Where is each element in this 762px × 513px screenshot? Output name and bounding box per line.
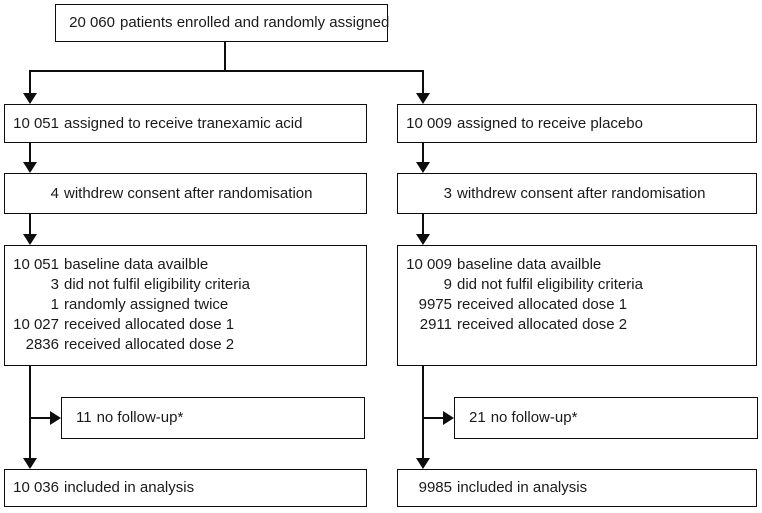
placebo-assigned-box: 10 009 assigned to receive placebo [397,104,757,143]
placebo-baseline-count: 10 009 [406,256,452,273]
txa-analysis-box: 10 036 included in analysis [4,469,367,507]
connector-enrolled-stem [224,42,226,72]
txa-assigned-label: assigned to receive tranexamic acid [64,114,303,132]
placebo-assigned-line: 10 009 assigned to receive placebo [406,114,756,134]
txa-baseline-count: 10 051 [13,256,59,273]
txa-analysis-label: included in analysis [64,479,195,496]
connector-left-withdrew [29,143,31,164]
enrolled-label: patients enrolled and randomly assigned [120,14,390,31]
arrow-down-right-baseline-icon [416,234,430,245]
arrow-down-left-analysis-icon [23,458,37,469]
arrow-down-right-analysis-icon [416,458,430,469]
arrow-down-right-withdrew-icon [416,162,430,173]
txa-assigned-count: 10 051 [13,114,59,132]
txa-followup-box: 11 no follow-up* [61,397,365,439]
txa-followup-line: 11 no follow-up* [76,408,364,428]
placebo-withdrew-line: 3 withdrew consent after randomisation [406,184,756,204]
placebo-withdrew-count: 3 [443,184,452,202]
placebo-dose1-label: received allocated dose 1 [457,296,628,313]
txa-dose1-count: 10 027 [13,316,59,333]
placebo-analysis-label: included in analysis [457,479,588,496]
connector-right-drop [422,70,424,95]
placebo-followup-line: 21 no follow-up* [469,408,757,428]
placebo-analysis-box: 9985 included in analysis [397,469,757,507]
placebo-followup-label: no follow-up* [490,409,578,426]
placebo-baseline-box: 10 009 baseline data availble 9 did not … [397,245,757,366]
txa-followup-label: no follow-up* [96,409,184,426]
placebo-assigned-count: 10 009 [406,114,452,132]
connector-split-bar [29,70,424,72]
arrow-right-right-followup-icon [443,411,454,425]
placebo-followup-box: 21 no follow-up* [454,397,758,439]
placebo-analysis-count: 9985 [418,479,452,496]
txa-withdrew-count: 4 [50,184,59,202]
txa-dose1-label: received allocated dose 1 [64,316,235,333]
placebo-baseline-line-2: 9 did not fulfil eligibility criteria [406,275,756,295]
placebo-dose2-count: 2911 [419,316,452,333]
txa-baseline-line-5: 2836 received allocated dose 2 [13,335,366,355]
connector-right-withdrew [422,143,424,164]
arrow-down-left-baseline-icon [23,234,37,245]
txa-withdrew-line: 4 withdrew consent after randomisation [13,184,366,204]
txa-twice-label: randomly assigned twice [64,296,229,313]
txa-withdrew-label: withdrew consent after randomisation [64,184,313,202]
txa-baseline-line-1: 10 051 baseline data availble [13,255,366,275]
txa-analysis-count: 10 036 [13,479,59,496]
txa-twice-count: 1 [50,296,59,313]
connector-left-followup [30,417,51,419]
txa-dose2-label: received allocated dose 2 [64,336,235,353]
txa-noteligible-label: did not fulfil eligibility criteria [64,276,250,293]
placebo-withdrew-label: withdrew consent after randomisation [457,184,706,202]
placebo-dose1-count: 9975 [418,296,452,313]
arrow-down-right-assigned-icon [416,93,430,104]
txa-assigned-line: 10 051 assigned to receive tranexamic ac… [13,114,366,134]
placebo-withdrew-box: 3 withdrew consent after randomisation [397,173,757,214]
arrow-right-left-followup-icon [50,411,61,425]
arrow-down-left-withdrew-icon [23,162,37,173]
enrolled-count: 20 060 [69,14,115,31]
placebo-baseline-line-4: 2911 received allocated dose 2 [406,315,756,335]
txa-baseline-line-4: 10 027 received allocated dose 1 [13,315,366,335]
connector-right-analysis [422,366,424,459]
connector-left-drop [29,70,31,95]
connector-right-followup [423,417,444,419]
placebo-assigned-label: assigned to receive placebo [457,114,643,132]
placebo-noteligible-count: 9 [443,276,452,293]
placebo-noteligible-label: did not fulfil eligibility criteria [457,276,643,293]
connector-left-baseline [29,214,31,235]
placebo-dose2-label: received allocated dose 2 [457,316,628,333]
txa-noteligible-count: 3 [50,276,59,293]
txa-baseline-line-2: 3 did not fulfil eligibility criteria [13,275,366,295]
txa-assigned-box: 10 051 assigned to receive tranexamic ac… [4,104,367,143]
placebo-baseline-line-1: 10 009 baseline data availble [406,255,756,275]
txa-baseline-line-3: 1 randomly assigned twice [13,295,366,315]
arrow-down-left-assigned-icon [23,93,37,104]
connector-right-baseline [422,214,424,235]
txa-baseline-box: 10 051 baseline data availble 3 did not … [4,245,367,366]
connector-left-analysis [29,366,31,459]
enrolled-line: 20 060 patients enrolled and randomly as… [69,13,390,33]
placebo-baseline-label: baseline data availble [457,256,602,273]
txa-withdrew-box: 4 withdrew consent after randomisation [4,173,367,214]
placebo-baseline-line-3: 9975 received allocated dose 1 [406,295,756,315]
placebo-analysis-line: 9985 included in analysis [406,478,756,498]
txa-analysis-line: 10 036 included in analysis [13,478,366,498]
placebo-followup-count: 21 [469,409,486,426]
txa-baseline-label: baseline data availble [64,256,209,273]
enrolled-box: 20 060 patients enrolled and randomly as… [55,4,390,42]
txa-followup-count: 11 [76,409,92,426]
txa-dose2-count: 2836 [25,336,59,353]
